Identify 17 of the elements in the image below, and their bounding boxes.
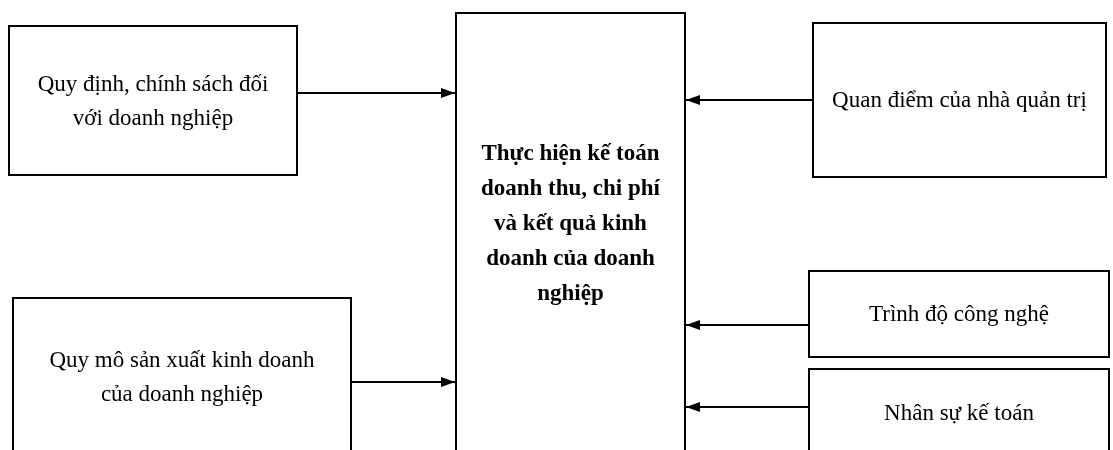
arrow bbox=[685, 95, 813, 105]
arrow bbox=[297, 88, 456, 98]
arrow bbox=[685, 402, 809, 412]
text-box bbox=[812, 22, 1107, 178]
box-label: Quy mô sản xuất kinh doanh của doanh nghiệp bbox=[48, 346, 316, 408]
arrow bbox=[685, 320, 809, 330]
text-box bbox=[808, 368, 1110, 450]
text-box bbox=[808, 270, 1110, 358]
box-label: Quan điểm của nhà quản trị bbox=[832, 86, 1087, 114]
text-box bbox=[455, 12, 686, 450]
box-label: Thực hiện kế toán doanh thu, chi phí và kết quả kinh doanh của doanh nghiệp bbox=[481, 139, 660, 307]
box-label: Trình độ công nghệ bbox=[869, 300, 1049, 328]
box-label: Quy định, chính sách đối với doanh nghiệp bbox=[36, 69, 270, 132]
text-box bbox=[12, 297, 352, 450]
text-box bbox=[8, 25, 298, 176]
box-label: Nhân sự kế toán bbox=[884, 399, 1034, 427]
arrow bbox=[351, 377, 456, 387]
